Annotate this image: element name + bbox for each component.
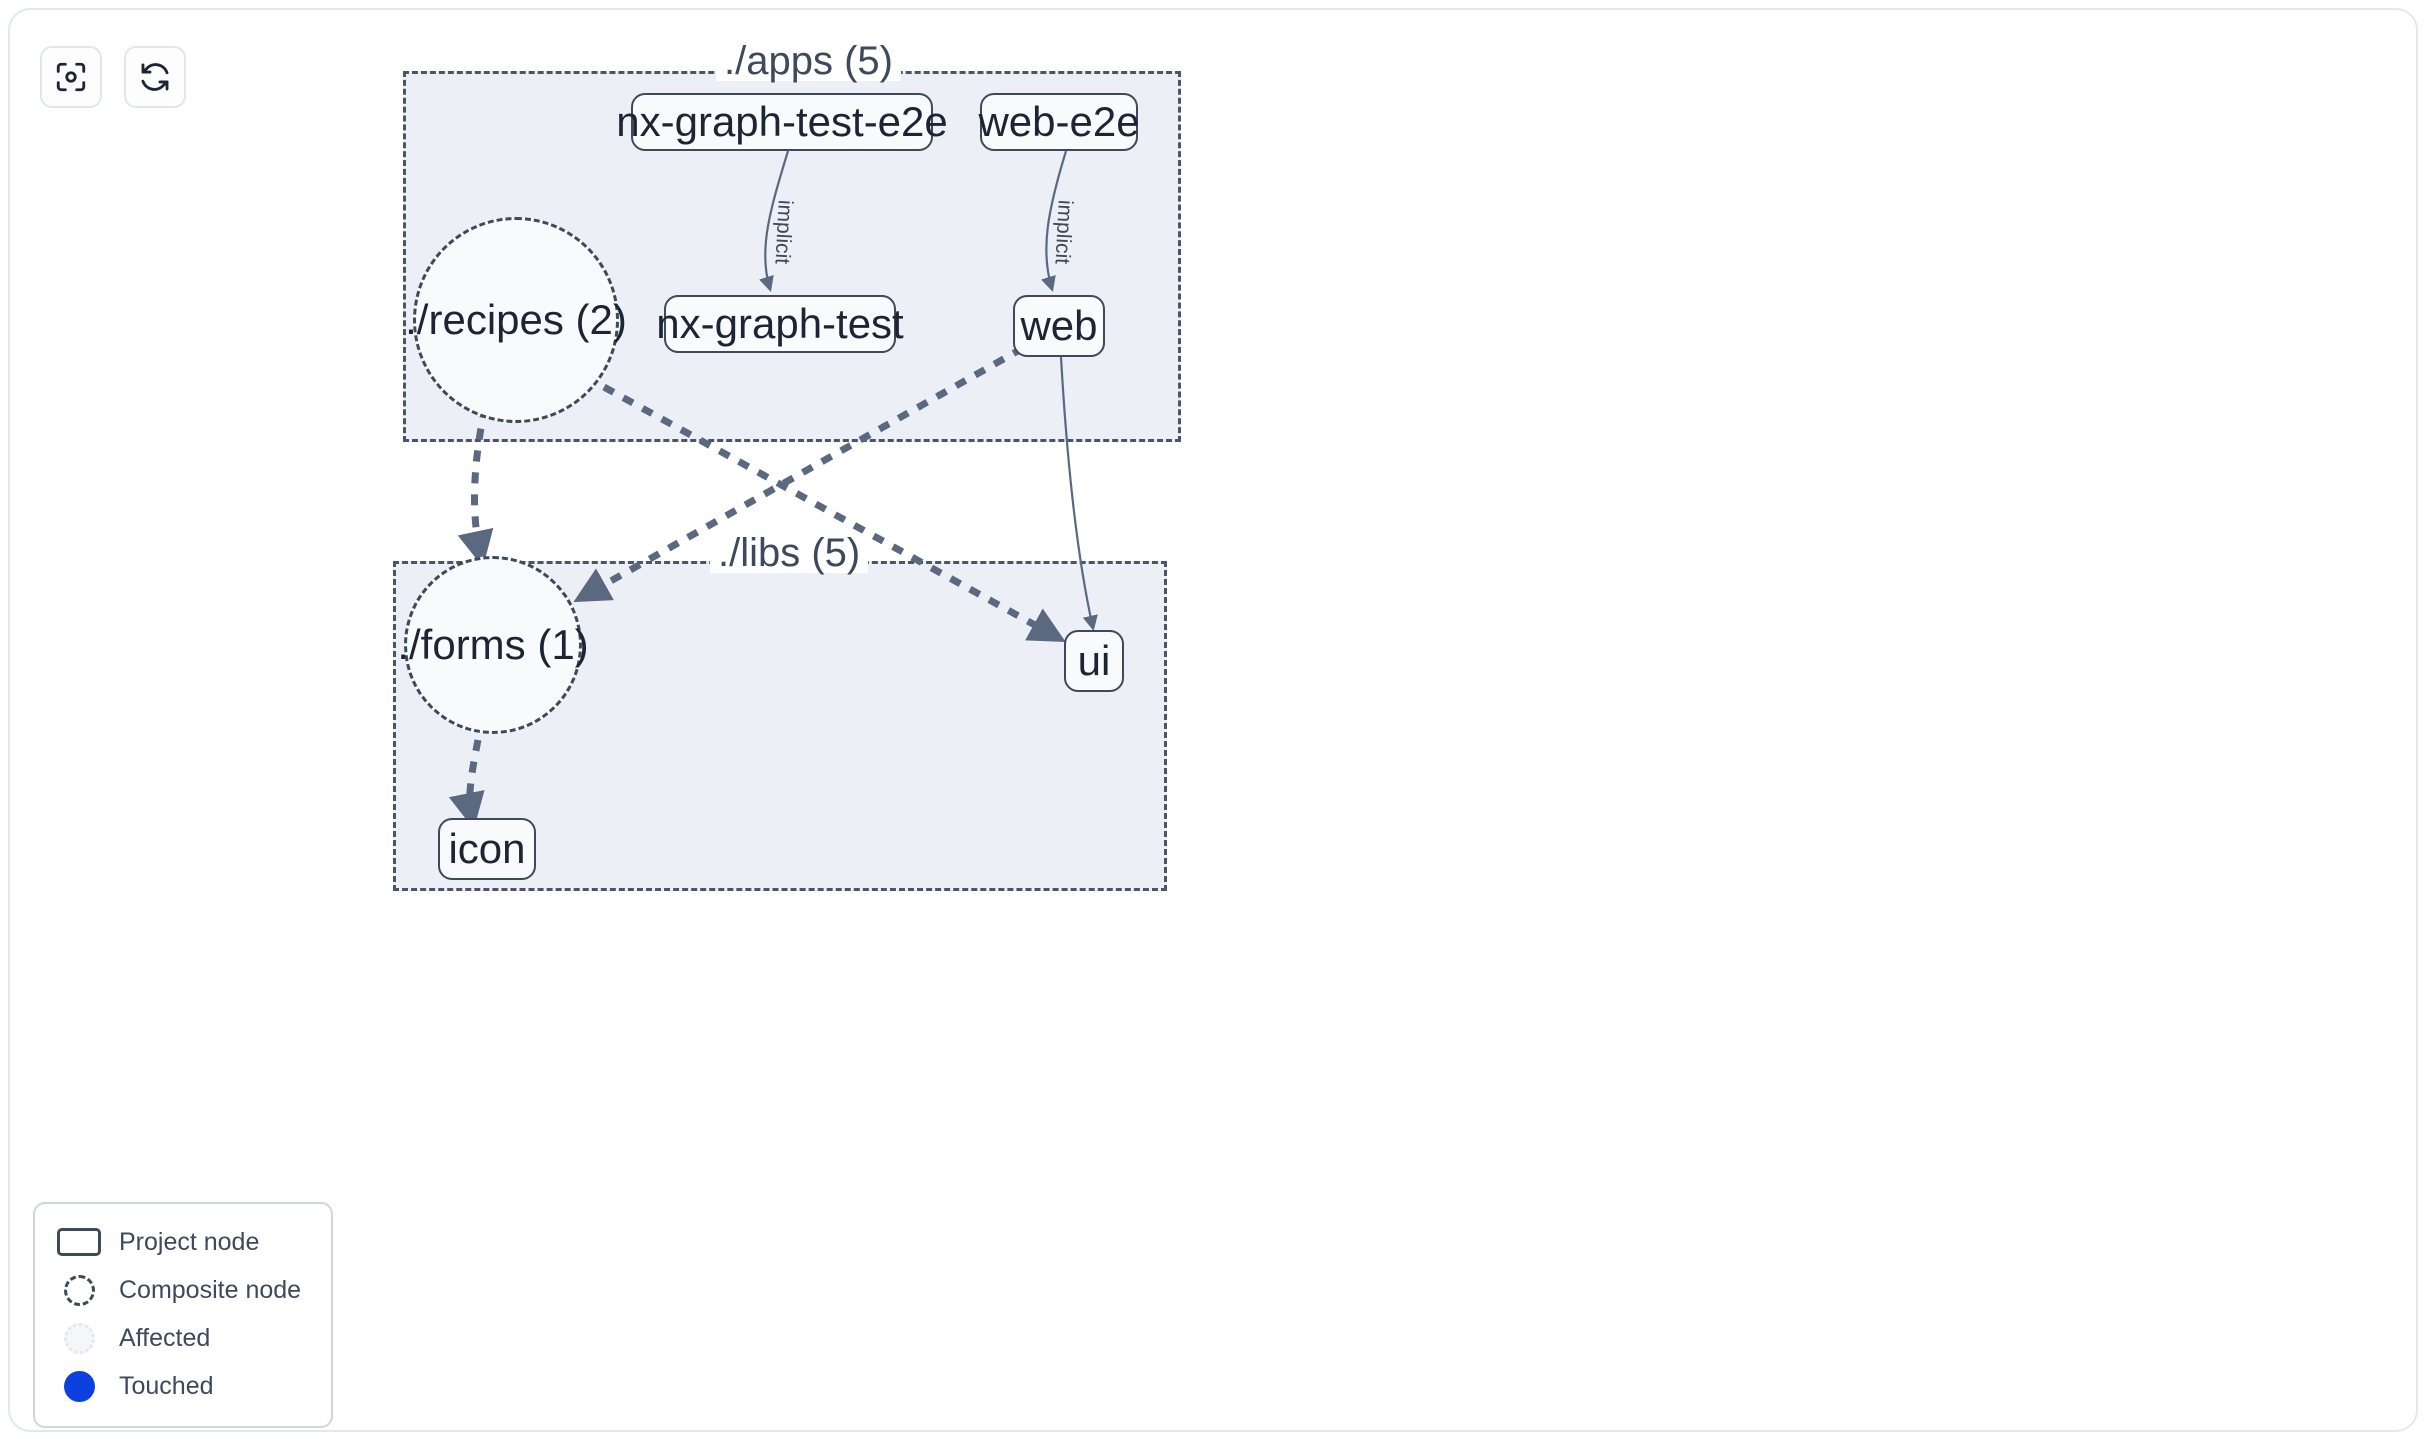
node-label: ui (1077, 637, 1111, 684)
graph-toolbar (40, 46, 186, 108)
legend-label: Composite node (119, 1275, 302, 1304)
node-label: ./forms (1) (397, 621, 589, 668)
focus-graph-button[interactable] (40, 46, 102, 108)
affected-swatch-icon (53, 1322, 105, 1354)
node-label: nx-graph-test-e2e (616, 98, 948, 145)
graph-legend: Project node Composite node Affected Tou… (33, 1202, 333, 1428)
edge-label-implicit-2: implicit (1050, 199, 1077, 265)
node-label: web (1020, 302, 1098, 349)
node-label: nx-graph-test (656, 300, 904, 347)
graph-app-frame: ./apps (5) ./libs (5) (8, 8, 2418, 1432)
legend-item-project-node: Project node (53, 1218, 313, 1266)
legend-item-affected: Affected (53, 1314, 313, 1362)
refresh-graph-button[interactable] (124, 46, 186, 108)
composite-node-swatch-icon (53, 1274, 105, 1306)
node-web-e2e[interactable]: web-e2e (978, 93, 1140, 151)
node-label: web-e2e (978, 98, 1140, 145)
focus-target-icon (54, 60, 88, 94)
node-web[interactable]: web (1013, 295, 1105, 357)
node-nx-graph-test-e2e[interactable]: nx-graph-test-e2e (616, 93, 948, 151)
project-node-swatch-icon (53, 1228, 105, 1256)
node-icon[interactable]: icon (438, 818, 536, 880)
edge-label-implicit-1: implicit (770, 199, 797, 265)
node-ui[interactable]: ui (1064, 630, 1124, 692)
graph-edge-layer (448, 150, 1098, 830)
node-label: icon (448, 825, 526, 872)
node-forms-composite[interactable]: ./forms (1) (397, 556, 589, 734)
legend-label: Touched (119, 1371, 214, 1400)
legend-label: Affected (119, 1323, 211, 1352)
touched-swatch-icon (53, 1370, 105, 1402)
refresh-icon (138, 60, 172, 94)
legend-item-touched: Touched (53, 1362, 313, 1410)
legend-label: Project node (119, 1227, 260, 1256)
node-recipes-composite[interactable]: ./recipes (2) (405, 217, 627, 423)
node-nx-graph-test[interactable]: nx-graph-test (656, 295, 904, 353)
group-label-libs: ./libs (5) (710, 533, 869, 573)
group-label-apps: ./apps (5) (716, 41, 901, 81)
legend-item-composite-node: Composite node (53, 1266, 313, 1314)
node-label: ./recipes (2) (405, 296, 627, 343)
project-graph-canvas[interactable]: ./apps (5) ./libs (5) (10, 10, 2416, 1430)
